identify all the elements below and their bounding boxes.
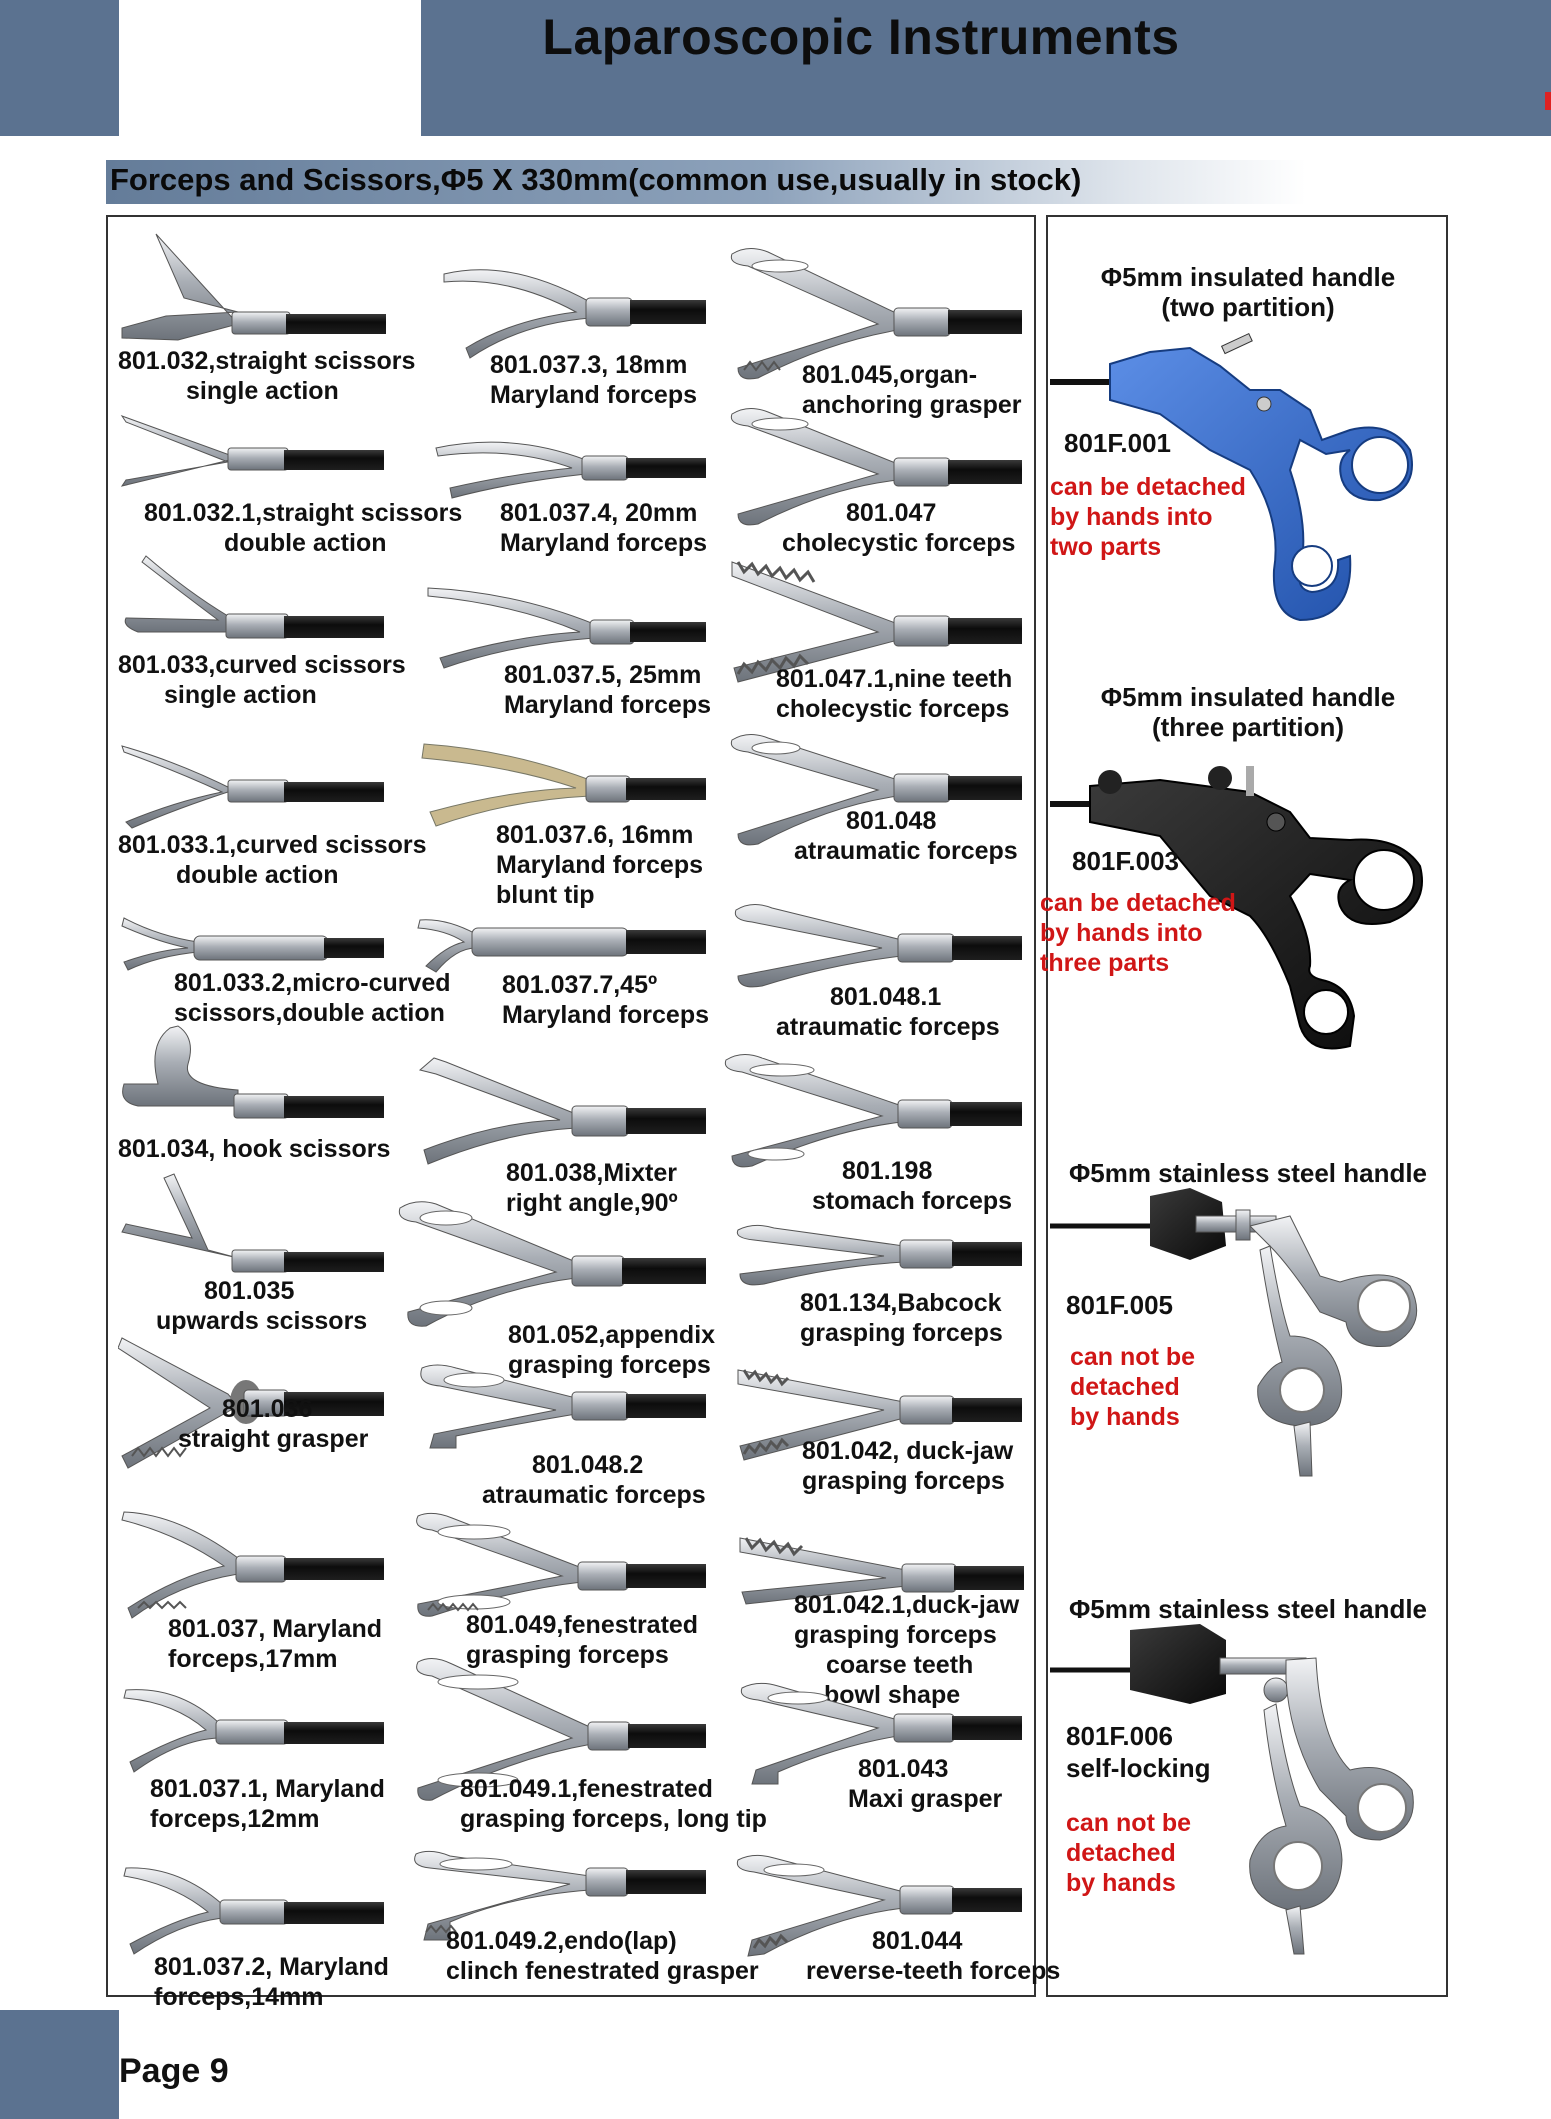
instruments-frame: [106, 215, 1036, 1997]
page-title: Laparoscopic Instruments: [542, 9, 1180, 65]
maryland-forceps-20mm-icon: [435, 441, 706, 499]
maryland-forceps-12mm-icon: [123, 1689, 384, 1773]
handle-code: 801F.001: [1064, 428, 1171, 458]
section-title: Forceps and Scissors,Φ5 X 330mm(common u…: [110, 162, 1082, 197]
curved-scissors-double-icon: [121, 745, 384, 829]
straight-scissors-icon: [121, 233, 386, 341]
maryland-forceps-18mm-icon: [443, 269, 706, 359]
atraumatic-forceps-801-048-1-icon: [734, 904, 1022, 988]
page-number: Page 9: [119, 2052, 229, 2090]
appendix-grasping-forceps-icon: [398, 1201, 706, 1327]
cholecystic-forceps-icon: [730, 408, 1022, 526]
straight-grasper-icon: [118, 1337, 384, 1469]
self-locking-stainless-steel-handle-icon: [1050, 1624, 1414, 1955]
maryland-forceps-45-icon: [417, 919, 706, 973]
hook-scissors-icon: [122, 1025, 384, 1119]
clinch-fenestrated-grasper-icon: [414, 1850, 706, 1941]
mixter-right-angle-icon: [418, 1057, 706, 1165]
black-insulated-handle-icon: [1050, 766, 1423, 1050]
handle-801F-006: Φ5mm stainless steel handle: [1050, 1594, 1446, 1624]
blue-insulated-handle-icon: [1050, 332, 1413, 622]
handle-title: Φ5mm insulated handle(three partition): [1100, 682, 1396, 742]
handles-frame: [1046, 215, 1448, 1997]
header-banner: [421, 0, 1551, 136]
maryland-forceps-14mm-icon: [123, 1867, 384, 1955]
maxi-grasper-icon: [740, 1682, 1022, 1785]
handle-code: 801F.003: [1072, 846, 1179, 876]
instrument-801-045: 801.045,organ-anchoring grasper: [728, 244, 1026, 420]
nine-teeth-cholecystic-forceps-icon: [731, 561, 1022, 683]
maryland-forceps-17mm-icon: [121, 1511, 384, 1619]
handle-code: 801F.005: [1066, 1290, 1173, 1320]
duck-jaw-coarse-teeth-icon: [739, 1537, 1024, 1605]
handle-801F-005: Φ5mm stainless steel handle: [1050, 1158, 1446, 1188]
duck-jaw-grasping-forceps-icon: [737, 1369, 1022, 1461]
instrument-801-034: 801.034, hook scissors: [118, 1024, 390, 1164]
handle-title: Φ5mm insulated handle(two partition): [1100, 262, 1396, 322]
header-edge-mark: [1545, 92, 1551, 110]
micro-curved-scissors-icon: [121, 917, 384, 971]
handle-title: Φ5mm stainless steel handle: [1068, 1594, 1428, 1624]
maryland-forceps-blunt-tip-icon: [421, 743, 706, 827]
straight-scissors-double-icon: [120, 415, 384, 487]
fenestrated-grasping-forceps-icon: [416, 1512, 706, 1617]
atraumatic-forceps-801-048-2-icon: [420, 1364, 706, 1449]
instrument-801-049-2: 801.049.2,endo(lap)clinch fenestrated gr…: [410, 1848, 759, 1986]
handle-801F-001: Φ5mm insulated handle(two partition): [1050, 262, 1446, 322]
handle-title: Φ5mm stainless steel handle: [1068, 1158, 1428, 1188]
babcock-grasping-forceps-icon: [736, 1224, 1022, 1286]
curved-scissors-icon: [124, 555, 384, 639]
reverse-teeth-forceps-icon: [736, 1854, 1022, 1957]
handle-801F-003: Φ5mm insulated handle(three partition): [1050, 682, 1446, 742]
maryland-forceps-25mm-icon: [427, 587, 706, 669]
atraumatic-forceps-801-048-icon: [730, 734, 1022, 846]
organ-anchoring-grasper-icon: [730, 248, 1022, 380]
stomach-forceps-icon: [724, 1054, 1022, 1168]
footer-block: [0, 2010, 119, 2119]
header-left-block: [0, 0, 119, 136]
stainless-steel-handle-icon: [1050, 1188, 1418, 1477]
upwards-scissors-icon: [121, 1173, 384, 1273]
fenestrated-grasping-forceps-long-tip-icon: [416, 1658, 706, 1801]
section-title-bar: [106, 160, 1306, 204]
